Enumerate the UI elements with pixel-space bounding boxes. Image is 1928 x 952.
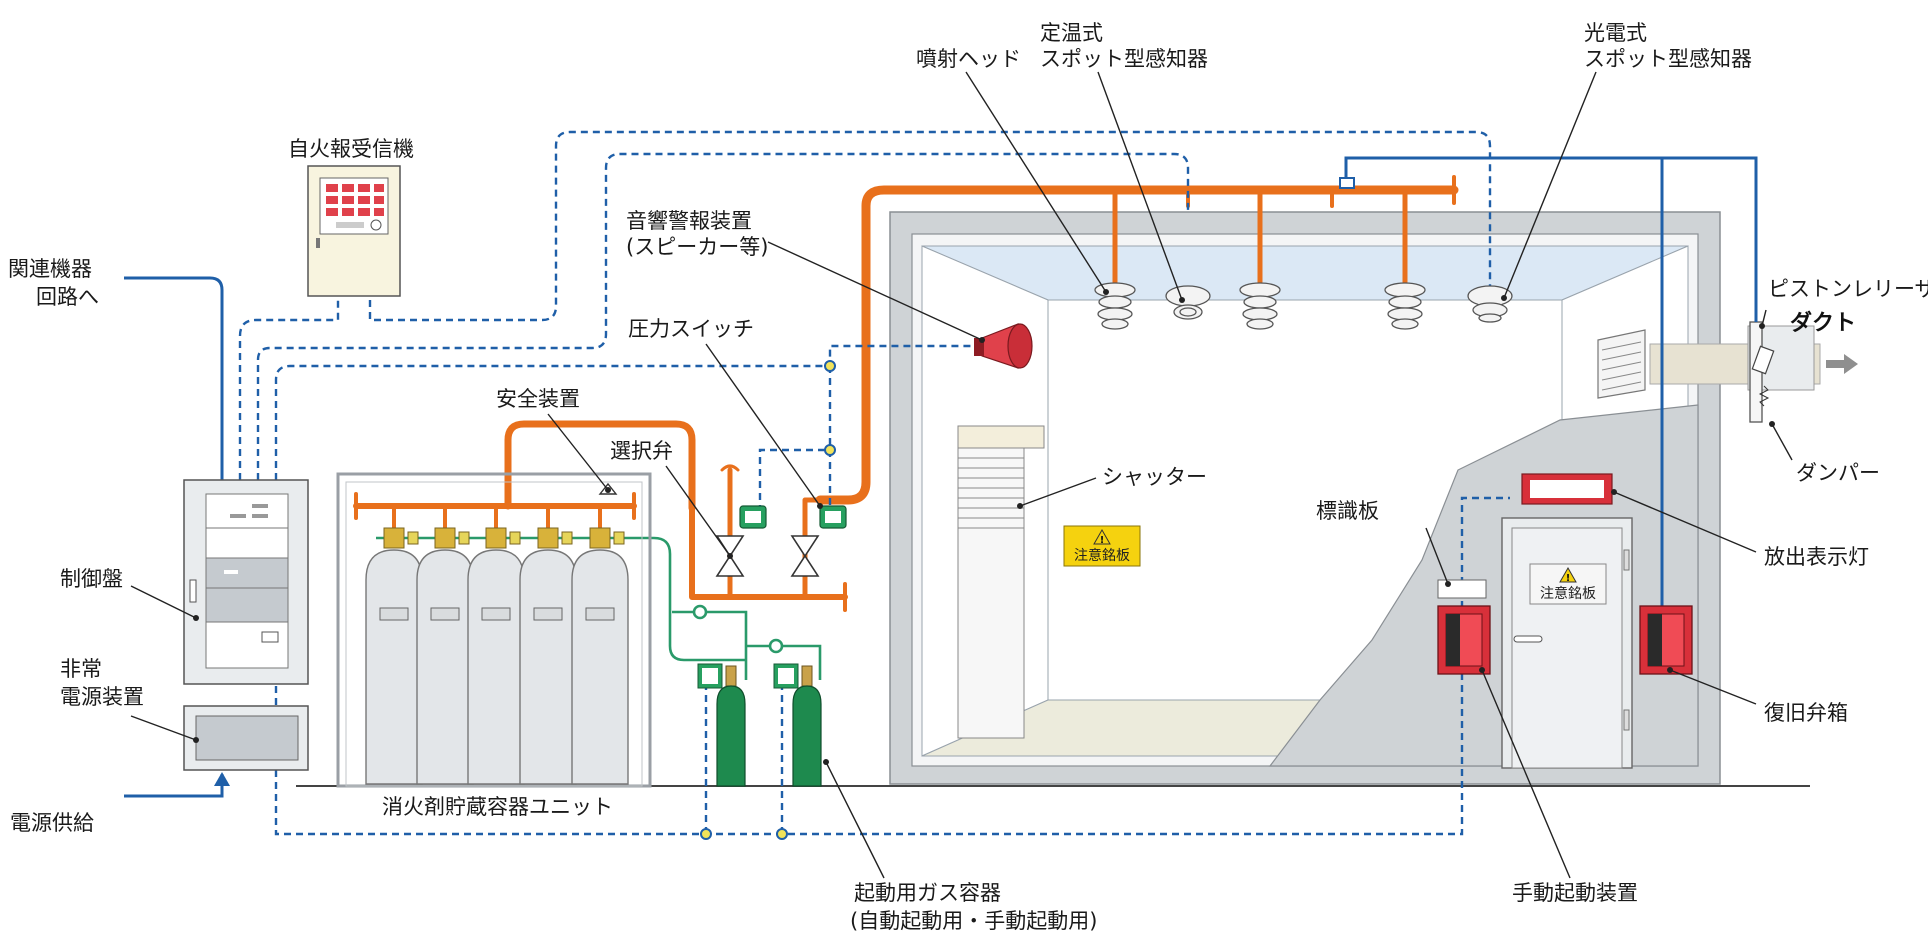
signal-wiring (238, 130, 1510, 836)
label-piston-releaser: ピストンレリーザ (1768, 277, 1928, 301)
control-wiring (124, 156, 1758, 798)
fire-alarm-receiver (307, 165, 401, 297)
label-damper: ダンパー (1796, 461, 1880, 485)
fixed-temperature-detector (1165, 285, 1211, 320)
label-related-equipment-1: 関連機器 (8, 257, 92, 281)
svg-text:!: ! (1100, 535, 1105, 546)
warning-icon: ! (1093, 528, 1111, 546)
control-panel (183, 479, 309, 685)
manual-start-device (1437, 605, 1491, 675)
junction-dots (700, 360, 836, 840)
label-alarm-speaker-1: 音響警報装置 (626, 209, 752, 233)
label-control-panel: 制御盤 (60, 567, 123, 591)
emergency-power-unit (183, 705, 309, 771)
label-fire-receiver: 自火報受信機 (288, 137, 414, 161)
label-selector-valve: 選択弁 (610, 439, 673, 463)
photoelectric-detector (1467, 285, 1513, 323)
storage-unit (336, 472, 652, 788)
actuation-tubes (376, 536, 822, 680)
selector-valves (715, 535, 820, 577)
reset-valve-box (1639, 605, 1693, 675)
label-shutter: シャッター (1102, 465, 1207, 489)
callout-labels: 関連機器 回路へ 自火報受信機 制御盤 非常 電源装置 電源供給 安全装置 選択… (8, 21, 1928, 933)
label-fixed-temp-2: スポット型感知器 (1040, 47, 1208, 71)
label-alarm-speaker-2: (スピーカー等) (626, 235, 768, 259)
pressure-switches (739, 505, 847, 529)
protected-room (296, 211, 1810, 787)
start-gas-cylinders (697, 663, 822, 787)
label-start-gas-1: 起動用ガス容器 (854, 881, 1001, 905)
leader-lines (130, 71, 1793, 879)
label-manual-start: 手動起動装置 (1512, 881, 1638, 905)
label-emergency-power-2: 電源装置 (60, 685, 144, 709)
spray-head (1239, 282, 1281, 330)
caution-plate-wall: ! 注意銘板 (1063, 525, 1141, 567)
label-photo-2: スポット型感知器 (1584, 47, 1752, 71)
spray-head (1384, 282, 1426, 330)
label-fixed-temp-1: 定温式 (1040, 21, 1103, 45)
svg-text:!: ! (1566, 573, 1571, 584)
label-sign-board: 標識板 (1316, 499, 1379, 523)
label-safety-device: 安全装置 (496, 387, 580, 411)
label-related-equipment-2: 回路へ (36, 285, 99, 309)
alarm-speaker (974, 323, 1033, 369)
discharge-pipe (353, 175, 1459, 612)
label-reset-valve-box: 復旧弁箱 (1764, 701, 1848, 725)
door (1501, 517, 1633, 769)
svg-text:注意銘板: 注意銘板 (1540, 585, 1596, 602)
label-start-gas-2: (自動起動用・手動起動用) (850, 909, 1097, 933)
caution-plate-door: ! 注意銘板 (1529, 563, 1607, 605)
label-pressure-switch: 圧力スイッチ (628, 317, 754, 341)
svg-text:注意銘板: 注意銘板 (1074, 547, 1130, 564)
wall-vent (1597, 329, 1646, 399)
label-spray-head: 噴射ヘッド (916, 47, 1021, 71)
label-power-supply: 電源供給 (10, 811, 94, 835)
label-emergency-power-1: 非常 (60, 657, 102, 681)
label-photo-1: 光電式 (1584, 21, 1647, 45)
warning-icon: ! (1559, 566, 1577, 584)
arrow-right-icon (1826, 354, 1858, 374)
label-storage-unit: 消火剤貯蔵容器ユニット (382, 795, 613, 819)
label-discharge-lamp: 放出表示灯 (1764, 545, 1869, 569)
shutter (957, 425, 1045, 739)
discharge-lamp (1521, 473, 1613, 505)
label-duct: ダクト (1790, 310, 1856, 336)
arrow-up-icon (214, 772, 230, 786)
sign-board (1437, 579, 1487, 599)
